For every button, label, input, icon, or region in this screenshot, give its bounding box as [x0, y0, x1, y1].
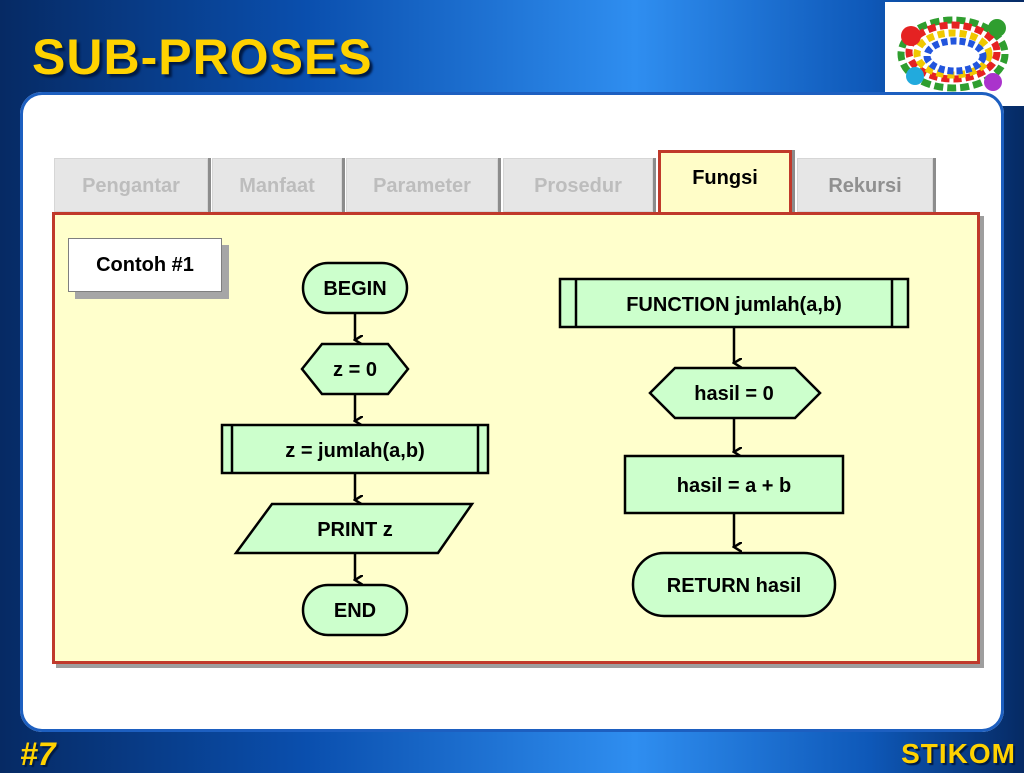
slide-number: #7: [20, 736, 56, 772]
tab-fungsi[interactable]: Fungsi: [658, 150, 792, 214]
node-function: FUNCTION jumlah(a,b): [558, 277, 910, 329]
node-call: z = jumlah(a,b): [220, 423, 490, 475]
tab-pengantar[interactable]: Pengantar: [54, 158, 208, 212]
node-print: PRINT z: [233, 502, 475, 555]
logo: [885, 2, 1024, 106]
node-calc-label: hasil = a + b: [677, 475, 792, 497]
slide-title: SUB-PROSES: [32, 29, 373, 85]
node-function-label: FUNCTION jumlah(a,b): [626, 294, 842, 316]
node-return-label: RETURN hasil: [667, 575, 801, 597]
tab-prosedur[interactable]: Prosedur: [503, 158, 653, 212]
tab-rekursi[interactable]: Rekursi: [797, 158, 933, 212]
gear-ring-icon: [897, 16, 1009, 92]
node-print-label: PRINT z: [317, 519, 393, 541]
node-init-label: z = 0: [333, 359, 377, 381]
node-hasil-init: hasil = 0: [648, 366, 822, 420]
node-init: z = 0: [300, 342, 410, 396]
node-end-label: END: [334, 600, 376, 622]
tab-parameter[interactable]: Parameter: [346, 158, 498, 212]
tab-manfaat[interactable]: Manfaat: [212, 158, 342, 212]
node-hasil-init-label: hasil = 0: [694, 383, 774, 405]
brand-text: STIKOM: [901, 738, 1016, 769]
node-return: RETURN hasil: [631, 551, 837, 618]
node-calc: hasil = a + b: [623, 454, 845, 515]
node-begin-label: BEGIN: [323, 278, 386, 300]
node-end: END: [301, 583, 409, 637]
example-label: Contoh #1: [68, 238, 222, 292]
node-begin: BEGIN: [301, 261, 409, 315]
node-call-label: z = jumlah(a,b): [285, 440, 424, 462]
